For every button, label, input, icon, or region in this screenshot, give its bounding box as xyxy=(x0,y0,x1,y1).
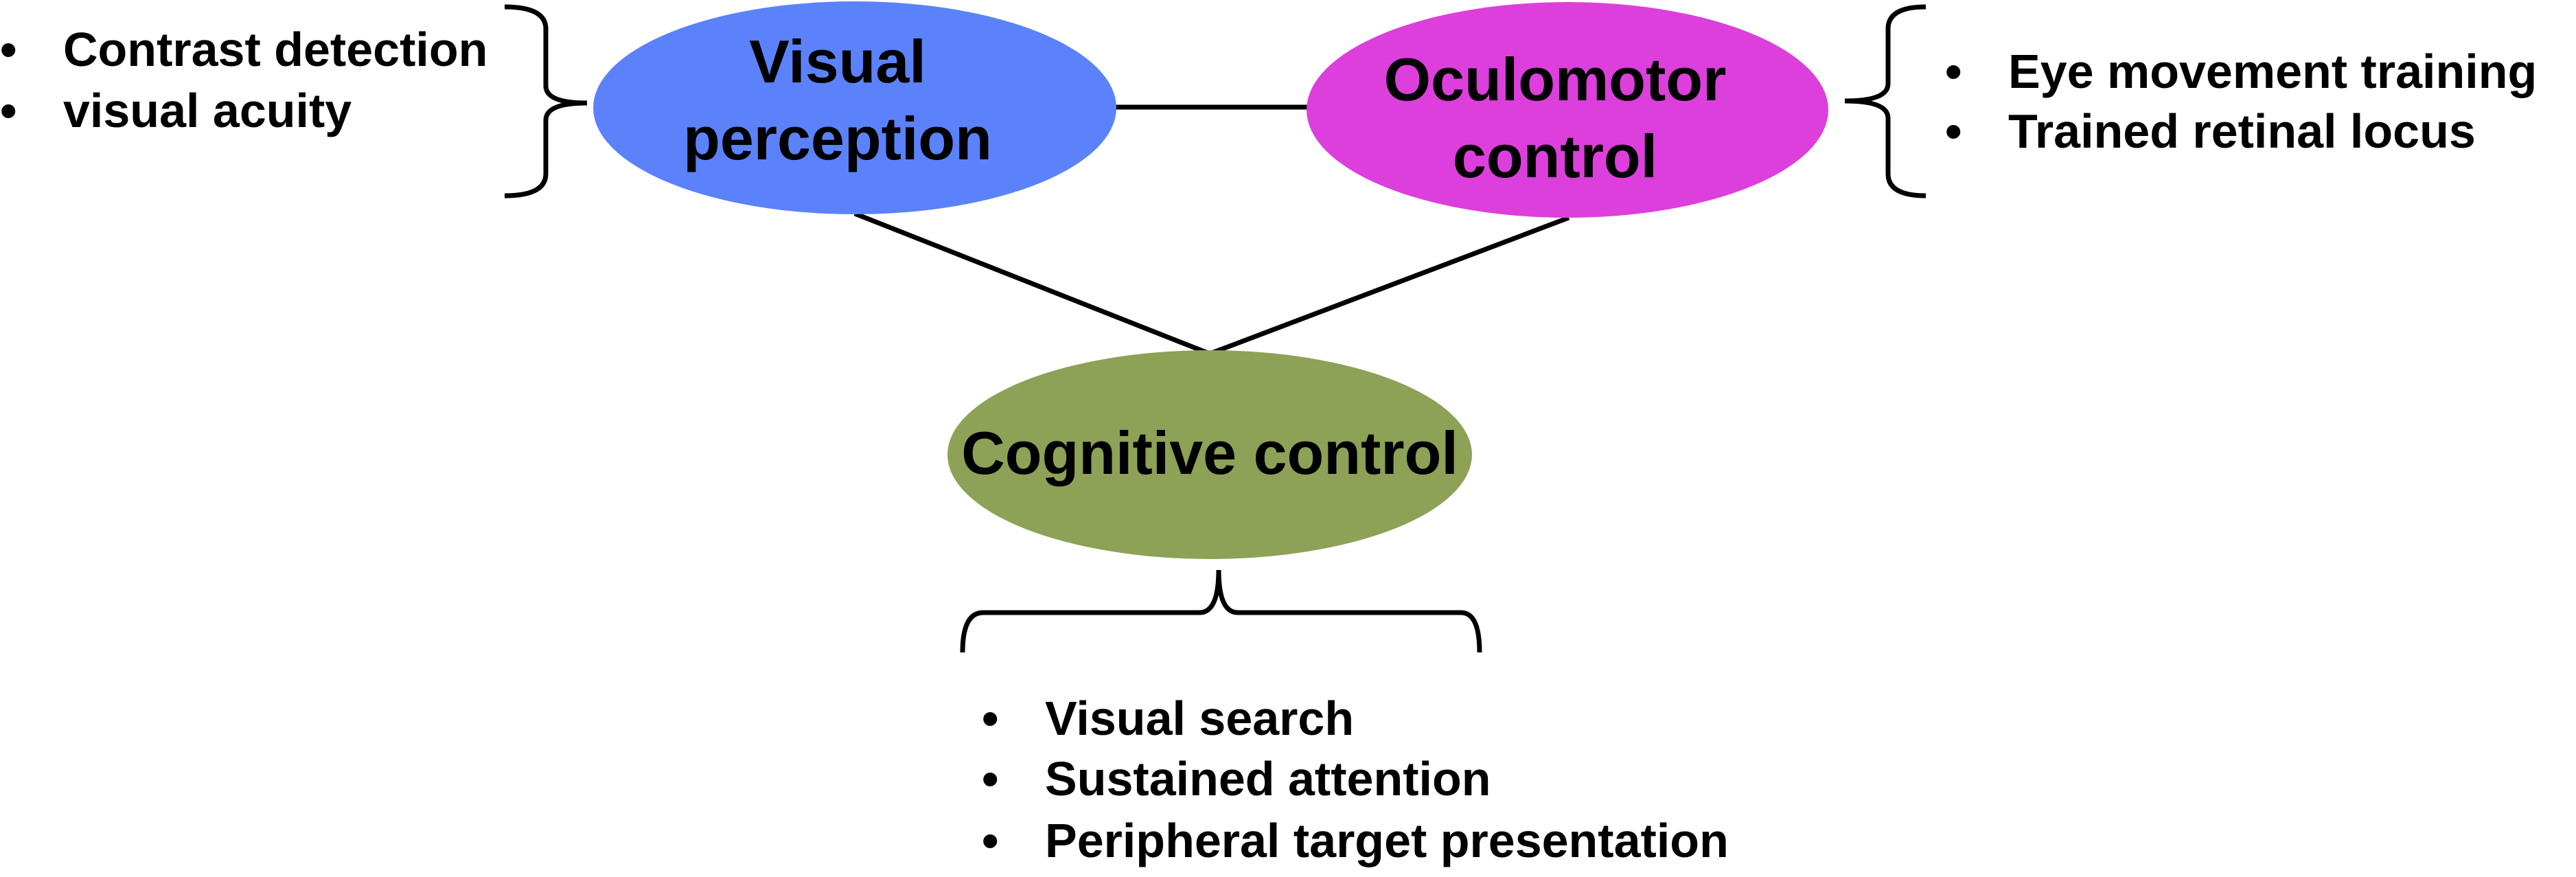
visual-list-brace xyxy=(504,4,588,198)
oculomotor-list-item-1: Eye movement training xyxy=(2008,45,2537,98)
oculomotor-list-bullet-2: • xyxy=(1945,104,1962,158)
cognitive-list-bullet-1: • xyxy=(982,692,999,745)
visual-perception-node xyxy=(593,1,1116,214)
cognitive-control-label: Cognitive control xyxy=(961,419,1458,487)
cognitive-list-bullet-2: • xyxy=(982,752,999,806)
connector-visual-cognitive xyxy=(853,211,1211,356)
oculomotor-list-brace xyxy=(1844,4,1927,198)
visual-perception-label-line-2: perception xyxy=(683,104,992,172)
oculomotor-list-bullet-1: • xyxy=(1945,45,1962,98)
connector-oculomotor-cognitive xyxy=(1208,215,1570,356)
cognitive-control-node xyxy=(947,350,1472,559)
visual-list-item-1: Contrast detection xyxy=(63,23,487,76)
cognitive-list-item-2: Sustained attention xyxy=(1045,752,1491,806)
visual-list-item-2: visual acuity xyxy=(63,84,352,137)
oculomotor-control-label-line-1: Oculomotor xyxy=(1384,45,1727,113)
oculomotor-list-item-2: Trained retinal locus xyxy=(2008,104,2476,158)
cognitive-list-bullet-3: • xyxy=(982,814,999,867)
oculomotor-control-label-line-2: control xyxy=(1453,122,1657,190)
visual-list-bullet-2: • xyxy=(0,84,17,137)
visual-list-bullet-1: • xyxy=(0,23,17,76)
oculomotor-control-node xyxy=(1307,2,1828,218)
cognitive-list-brace xyxy=(960,569,1482,653)
visual-perception-label-line-1: Visual xyxy=(749,27,926,95)
cognitive-list-item-1: Visual search xyxy=(1045,692,1354,745)
cognitive-list-item-3: Peripheral target presentation xyxy=(1045,814,1729,867)
